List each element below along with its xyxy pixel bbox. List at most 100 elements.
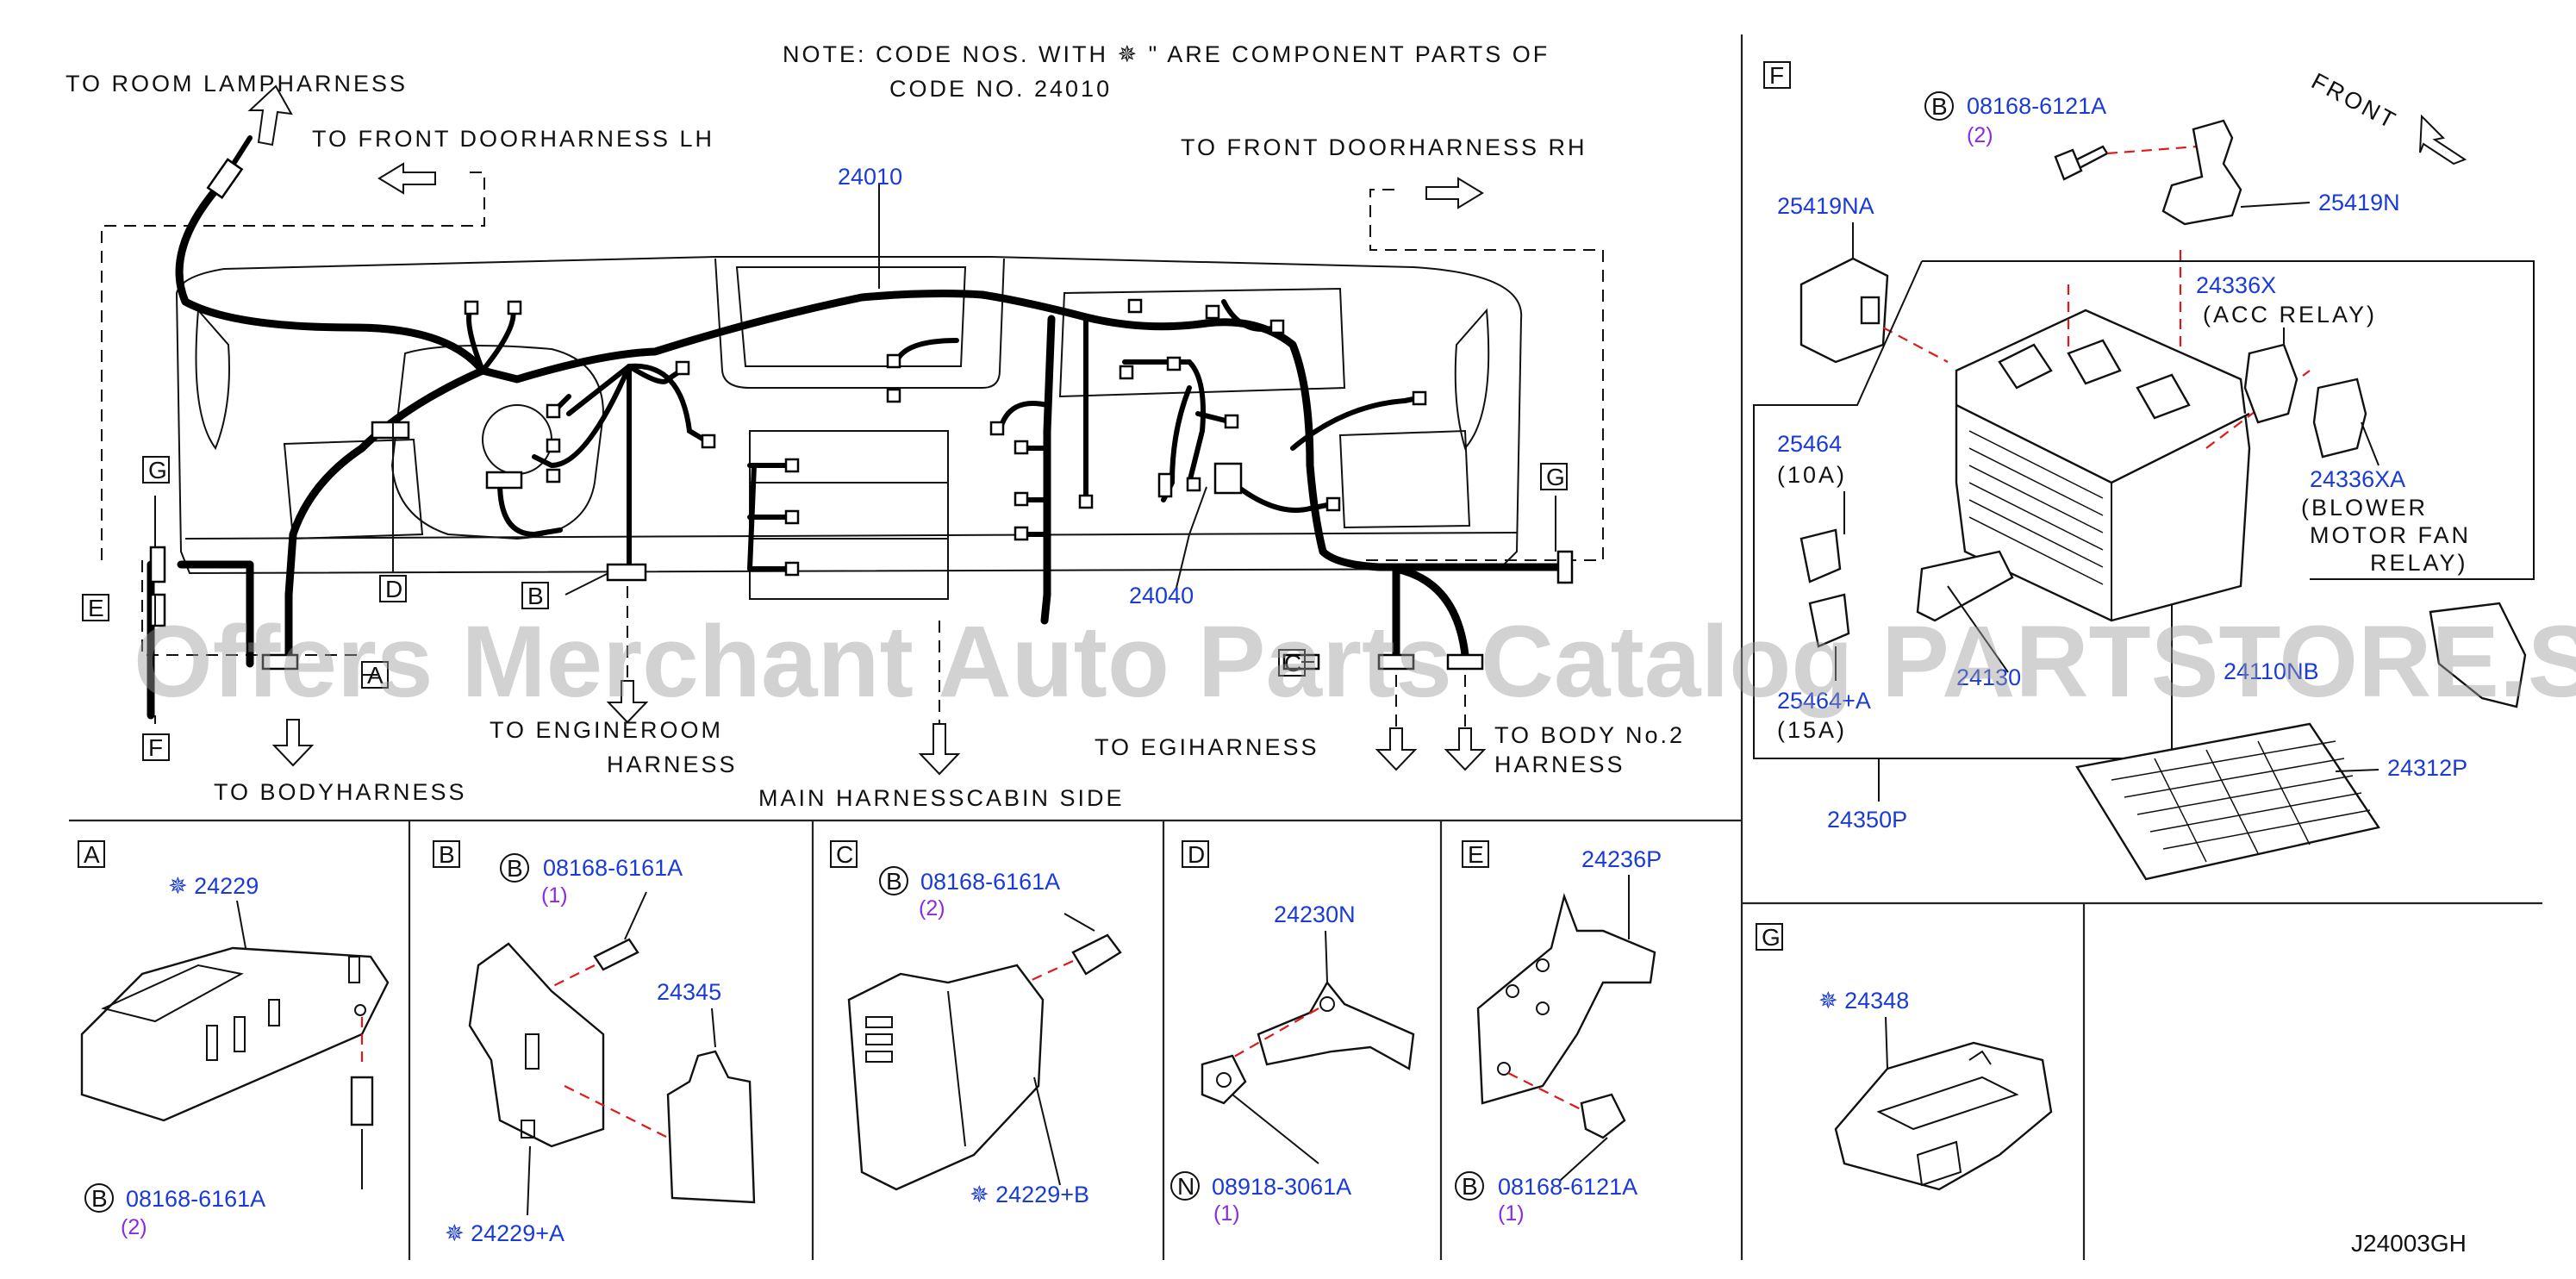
fuse-15a bbox=[1808, 593, 1850, 648]
callout-e: E bbox=[88, 595, 104, 621]
fuse-puller-24130 bbox=[1916, 550, 2014, 622]
part-number-a-08168-6161A: 08168-6161A bbox=[126, 1186, 265, 1212]
part-number-c-08168-6161A: 08168-6161A bbox=[920, 869, 1060, 895]
star-part-number-24348: ✵ 24348 bbox=[1818, 988, 1909, 1014]
fuse-cover-24312P bbox=[2075, 722, 2380, 881]
callout-d: D bbox=[385, 576, 402, 602]
front-label: FRONT bbox=[2307, 68, 2401, 134]
panel-a-title: A bbox=[84, 841, 100, 868]
callout-b: B bbox=[527, 583, 544, 609]
qty-d-nut: (1) bbox=[1213, 1201, 1240, 1226]
bolt-e-icon bbox=[1580, 1093, 1626, 1139]
part-number-25419N: 25419N bbox=[2318, 190, 2400, 215]
nut-circle-d: N bbox=[1177, 1173, 1194, 1200]
part-number-24336XA: 24336XA bbox=[2310, 466, 2405, 492]
instrument-panel-outline bbox=[175, 256, 1523, 575]
connector-24348 bbox=[1834, 1041, 2053, 1191]
callout-g-right: G bbox=[1546, 464, 1565, 490]
part-number-08168-6121A: 08168-6121A bbox=[1967, 93, 2106, 119]
part-number-e-08168-6121A: 08168-6121A bbox=[1498, 1174, 1637, 1200]
callout-a: A bbox=[367, 662, 384, 689]
label-acc-relay: (ACC RELAY) bbox=[2203, 302, 2377, 328]
part-number-24312P: 24312P bbox=[2387, 755, 2467, 781]
main-harness-diagram: G E F A D B C G TO ROOM LAMPHARNESS TO F… bbox=[65, 71, 1685, 811]
routing-arrows bbox=[247, 84, 1487, 776]
label-blower-1: (BLOWER bbox=[2301, 495, 2428, 521]
callout-boxes: G E F A D B C G bbox=[82, 456, 1568, 761]
callout-c: C bbox=[1284, 650, 1301, 677]
bolt-circle-a: B bbox=[91, 1185, 108, 1212]
part-number-24345: 24345 bbox=[657, 979, 721, 1005]
fuse-10a bbox=[1799, 528, 1842, 583]
relay-24336X bbox=[2243, 343, 2298, 424]
panel-e-title: E bbox=[1468, 841, 1484, 868]
bolt-c-icon bbox=[1071, 933, 1122, 976]
bolt-icon bbox=[2054, 145, 2109, 181]
star-part-number-24229B: ✵ 24229+B bbox=[970, 1182, 1089, 1207]
bracket-25419N bbox=[2161, 119, 2242, 226]
panel-d-title: D bbox=[1188, 841, 1205, 868]
watermark-text: Offers Merchant Auto Parts Catalog PARTS… bbox=[134, 605, 2576, 719]
part-number-b-08168-6161A: 08168-6161A bbox=[543, 855, 683, 881]
panel-e: E 24236P B 08168-6121A (1) bbox=[1455, 840, 1662, 1226]
harness-connectors bbox=[149, 158, 1574, 671]
note-line-1: NOTE: CODE NOS. WITH ✵ " ARE COMPONENT P… bbox=[783, 41, 1550, 67]
label-to-front-door-lh: TO FRONT DOORHARNESS LH bbox=[312, 126, 714, 152]
label-main-cabin: MAIN HARNESSCABIN SIDE bbox=[758, 785, 1125, 811]
part-number-08918-3061A: 08918-3061A bbox=[1212, 1174, 1351, 1200]
label-harness-2: HARNESS bbox=[1494, 752, 1625, 777]
label-harness-1: HARNESS bbox=[607, 752, 738, 777]
part-number-24230N: 24230N bbox=[1274, 902, 1356, 927]
fuse-block-24350P bbox=[1955, 309, 2251, 622]
panel-b: B B 08168-6161A (1) 24345 ✵ 24229+A bbox=[433, 840, 756, 1246]
bolt-b-icon bbox=[593, 938, 639, 971]
diagram-code: J24003GH bbox=[2351, 1230, 2467, 1257]
bracket-24236P bbox=[1476, 892, 1656, 1105]
part-number-25464: 25464 bbox=[1777, 431, 1842, 457]
callout-f: F bbox=[148, 734, 163, 761]
panel-b-title: B bbox=[439, 841, 455, 868]
bracket-24230N bbox=[1257, 980, 1415, 1070]
label-blower-2: MOTOR FAN bbox=[2310, 522, 2471, 548]
star-part-number-24229: ✵ 24229 bbox=[168, 873, 259, 899]
label-to-room-lamp: TO ROOM LAMPHARNESS bbox=[65, 71, 408, 97]
relay-24336XA bbox=[2312, 377, 2367, 459]
star-part-number-24229A: ✵ 24229+A bbox=[445, 1220, 564, 1246]
bolt-circle-c: B bbox=[886, 868, 902, 895]
panel-g-title: G bbox=[1762, 924, 1781, 951]
panel-c: C B 08168-6161A (2) ✵ 24229+B bbox=[830, 840, 1122, 1207]
label-10a: (10A) bbox=[1777, 462, 1847, 488]
qty-e-bolt: (1) bbox=[1498, 1201, 1525, 1226]
label-to-body-no2: TO BODY No.2 bbox=[1494, 722, 1685, 748]
part-number-25464A: 25464+A bbox=[1777, 688, 1871, 714]
front-arrow-icon bbox=[2419, 114, 2467, 165]
label-blower-3: RELAY) bbox=[2370, 550, 2468, 576]
bolt-a-icon bbox=[350, 1076, 374, 1126]
label-to-body: TO BODYHARNESS bbox=[214, 779, 467, 805]
part-number-24336X: 24336X bbox=[2196, 272, 2276, 298]
bracket-25419NA bbox=[1799, 257, 1889, 364]
panel-f-title: F bbox=[1769, 62, 1784, 89]
qty-a-bolt: (2) bbox=[121, 1215, 147, 1239]
panel-c-title: C bbox=[836, 841, 853, 868]
qty-b-bolt: (1) bbox=[541, 883, 568, 908]
callout-g-left: G bbox=[148, 457, 167, 484]
connector-24345 bbox=[666, 1050, 756, 1204]
qty-c-bolt: (2) bbox=[919, 896, 945, 920]
part-number-25419NA: 25419NA bbox=[1777, 193, 1874, 219]
bracket-24110NB bbox=[2429, 602, 2527, 708]
part-number-24040: 24040 bbox=[1129, 583, 1194, 608]
label-to-front-door-rh: TO FRONT DOORHARNESS RH bbox=[1181, 134, 1587, 160]
panel-a: A ✵ 24229 B 08168-6161A (2) bbox=[78, 840, 390, 1239]
part-number-24110NB: 24110NB bbox=[2224, 658, 2319, 684]
nut-icon bbox=[1201, 1054, 1247, 1105]
label-15a: (15A) bbox=[1777, 717, 1847, 743]
part-number-24010: 24010 bbox=[838, 164, 902, 190]
part-number-24130: 24130 bbox=[1956, 664, 2021, 690]
panel-g: G ✵ 24348 bbox=[1756, 923, 2053, 1191]
bolt-circle-f: B bbox=[1931, 93, 1948, 120]
note-block: NOTE: CODE NOS. WITH ✵ " ARE COMPONENT P… bbox=[783, 41, 1550, 102]
label-to-engineroom: TO ENGINEROOM bbox=[490, 717, 723, 743]
bracket-24229A bbox=[468, 942, 605, 1148]
part-number-24236P: 24236P bbox=[1581, 846, 1662, 872]
